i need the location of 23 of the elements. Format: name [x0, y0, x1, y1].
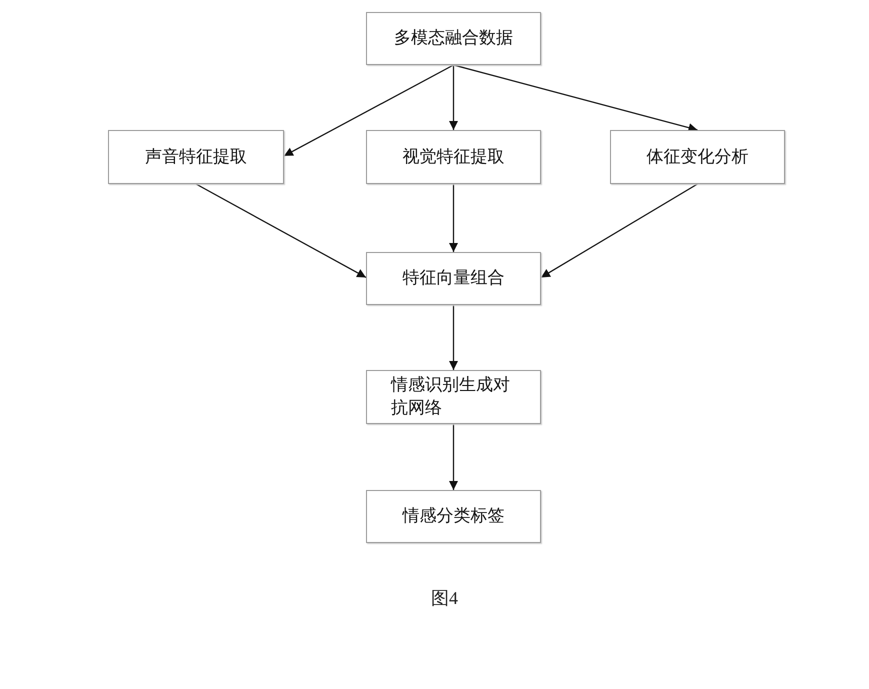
arrow: [449, 184, 458, 252]
node-label: 特征向量组合: [402, 267, 504, 290]
arrow: [284, 64, 454, 156]
node-label: 多模态融合数据: [394, 27, 513, 50]
arrow: [449, 305, 458, 370]
process-box: [108, 130, 284, 184]
node-label: 体征变化分析: [646, 146, 748, 168]
arrow: [540, 183, 698, 278]
arrow: [449, 65, 458, 130]
process-box: [366, 490, 541, 543]
figure-caption: 图4: [431, 587, 458, 610]
process-box: [366, 12, 541, 65]
process-box: [366, 252, 541, 305]
process-box: [366, 130, 541, 184]
node-label: 声音特征提取: [145, 146, 247, 168]
node-label: 视觉特征提取: [402, 146, 504, 168]
arrow: [196, 183, 366, 278]
process-box: [610, 130, 785, 184]
arrow: [453, 64, 698, 132]
node-label: 情感分类标签: [402, 505, 504, 528]
arrow: [449, 424, 458, 490]
node-label: 情感识别生成对抗网络: [391, 374, 511, 419]
process-box: [366, 370, 541, 424]
